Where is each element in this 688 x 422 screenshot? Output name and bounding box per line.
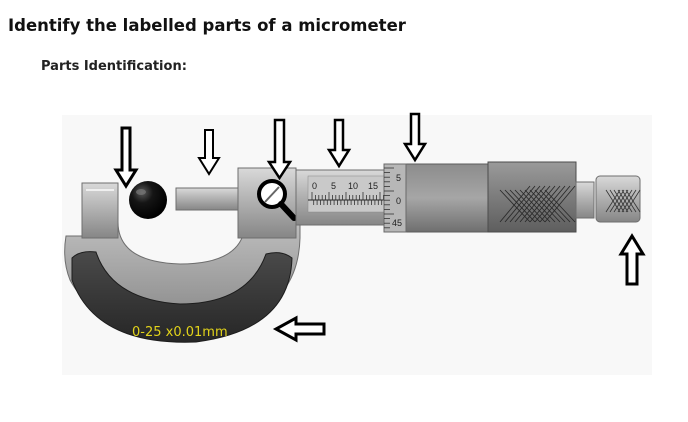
ratchet-line (605, 189, 621, 213)
knurl-line (504, 185, 536, 223)
knurl-line (514, 185, 546, 223)
knurl-hatch (499, 185, 576, 223)
pointer-arrow-spindle (197, 129, 221, 176)
sleeve-number: 0 (312, 181, 317, 191)
knurl-line (544, 185, 576, 223)
thimble-number: 5 (396, 173, 401, 183)
lock-lever-slot (264, 186, 280, 203)
pointer-arrow-ratchet (618, 233, 646, 286)
sleeve-number: 5 (331, 181, 336, 191)
knurl-line (509, 185, 541, 223)
thimble-number: 0 (396, 196, 401, 206)
knurl-line (539, 189, 571, 223)
thimble-number: 45 (392, 218, 402, 228)
spindle (175, 187, 241, 211)
knurl-line (519, 185, 551, 223)
pointer-arrow-lock-nut (266, 118, 293, 181)
knurl-line (524, 185, 556, 223)
lock-lever-handle (278, 201, 297, 221)
pointer-arrow-thimble (402, 112, 428, 163)
knurl-line (529, 189, 561, 223)
knurl-line (529, 185, 561, 223)
ratchet-line (613, 189, 629, 213)
section-label: Parts Identification: (41, 59, 187, 74)
pointer-arrow-frame (272, 315, 326, 343)
frame-anvil-pad (81, 182, 119, 239)
anvil (129, 181, 167, 219)
range-label: 0-25 x0.01mm (132, 325, 228, 340)
page-title: Identify the labelled parts of a microme… (8, 16, 406, 35)
thimble-bevel (383, 163, 407, 233)
knurl-line (534, 189, 566, 223)
pointer-arrow-sleeve (326, 118, 352, 169)
sleeve-number: 15 (368, 181, 378, 191)
ratchet-hatch (605, 189, 641, 213)
frame-grip (71, 251, 293, 343)
anvil-shine (136, 189, 146, 195)
thimble-knurl-ring (575, 181, 595, 219)
sleeve-number: 10 (348, 181, 358, 191)
knurl-line (534, 185, 566, 223)
knurl-line (499, 185, 531, 223)
pointer-arrow-anvil (113, 126, 139, 189)
thimble-ticks (384, 167, 394, 229)
ratchet-line (625, 189, 641, 213)
knurl-line (539, 185, 571, 223)
knurl-line (544, 189, 576, 223)
ratchet-line (621, 189, 637, 213)
ratchet-line (617, 189, 633, 213)
ratchet-line (609, 189, 625, 213)
